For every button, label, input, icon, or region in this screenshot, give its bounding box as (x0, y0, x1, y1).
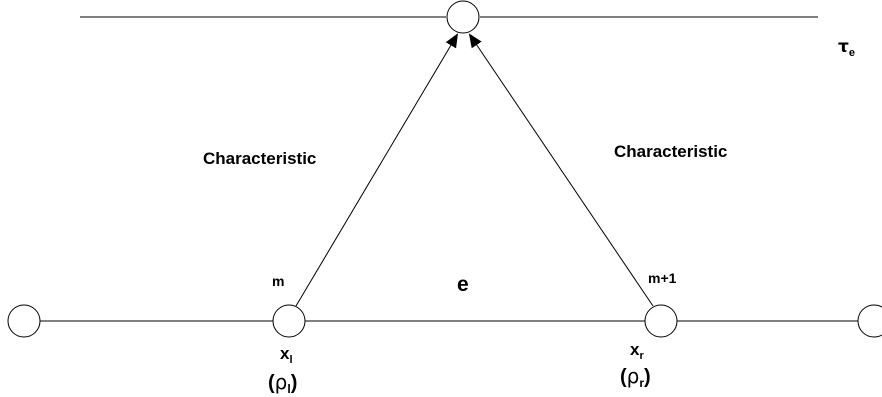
bottom-node-far-left (7, 304, 41, 338)
left-density-close: ) (291, 372, 298, 394)
right-position-symbol: x (630, 340, 640, 359)
right-position-subscript: r (639, 350, 644, 362)
bottom-node-m (272, 304, 306, 338)
time-level-symbol: τ (838, 37, 849, 57)
element-label: e (457, 273, 469, 296)
left-position-label: xl (280, 344, 293, 366)
left-density-label: (ρl) (268, 370, 297, 396)
time-level-label: τe (838, 37, 855, 59)
left-density-open: ( (268, 372, 275, 394)
right-position-label: xr (630, 340, 644, 362)
left-characteristic-label: Characteristic (203, 149, 316, 168)
left-density-subscript: l (287, 382, 290, 396)
right-density-subscript: r (639, 376, 644, 390)
left-position-symbol: x (280, 344, 290, 363)
right-characteristic-label: Characteristic (614, 142, 727, 161)
left-position-subscript: l (289, 354, 292, 366)
left-density-symbol: ρ (275, 370, 288, 394)
left-characteristic-arrow (295, 33, 459, 307)
node-m-plus-1-label: m+1 (648, 270, 677, 286)
right-density-close: ) (644, 366, 651, 388)
right-density-label: (ρr) (620, 364, 651, 390)
right-density-open: ( (620, 366, 627, 388)
bottom-node-m-plus-1 (644, 304, 678, 338)
time-level-subscript: e (849, 47, 855, 59)
node-m-label: m (272, 273, 284, 289)
top-node (446, 0, 480, 34)
right-characteristic-arrow (468, 33, 654, 307)
right-density-symbol: ρ (627, 364, 640, 388)
bottom-node-far-right (857, 304, 882, 338)
